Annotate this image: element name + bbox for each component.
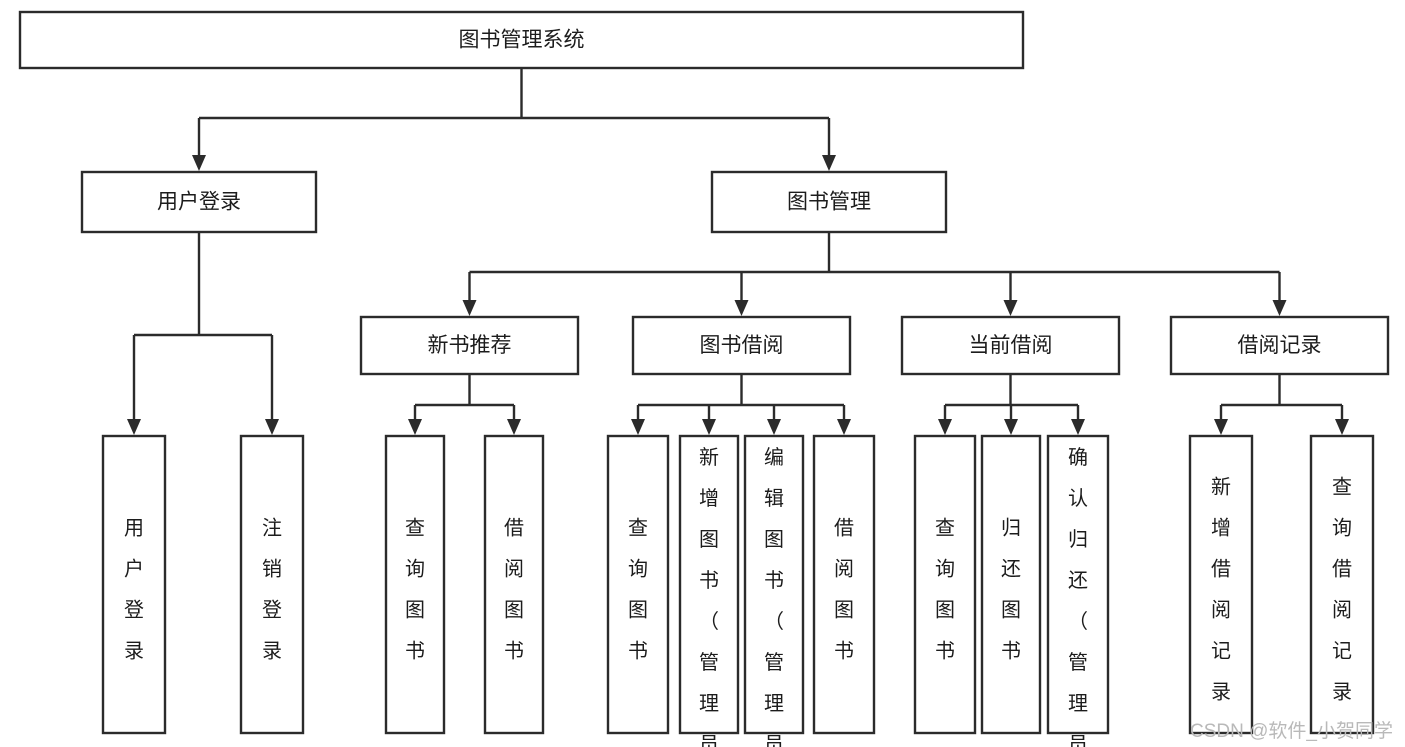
node-label: 查询图书 <box>405 516 425 662</box>
node-label: 确认归还（管理员） <box>1068 446 1088 747</box>
node-box <box>980 434 1042 735</box>
node-label: 注销登录 <box>262 516 282 662</box>
node-box <box>743 434 805 735</box>
arrow-head-icon <box>507 419 521 435</box>
node-layer: 图书管理系统用户登录图书管理新书推荐图书借阅当前借阅借阅记录用户登录注销登录查询… <box>18 10 1390 747</box>
node-box <box>239 434 305 735</box>
node-label: 借阅记录 <box>1238 334 1322 357</box>
node-book-manage[interactable]: 图书管理 <box>710 170 948 234</box>
arrow-head-icon <box>938 419 952 435</box>
node-label: 新增借阅记录 <box>1211 475 1231 703</box>
node-label: 归还图书 <box>1001 516 1021 662</box>
arrow-head-icon <box>734 300 749 316</box>
arrow-head-icon <box>462 300 477 316</box>
node-label: 编辑图书（管理员） <box>764 446 784 747</box>
node-user-login[interactable]: 用户登录 <box>80 170 318 234</box>
node-label: 当前借阅 <box>969 334 1053 357</box>
node-leaf-borrow-edit[interactable]: 编辑图书（管理员） <box>743 434 805 747</box>
node-leaf-user-login[interactable]: 用户登录 <box>101 434 167 735</box>
node-leaf-cur-confirm[interactable]: 确认归还（管理员） <box>1046 434 1110 747</box>
node-box <box>1309 434 1375 735</box>
node-leaf-cur-query[interactable]: 查询图书 <box>913 434 977 735</box>
node-leaf-user-logout[interactable]: 注销登录 <box>239 434 305 735</box>
node-label: 图书管理 <box>787 191 871 214</box>
node-box <box>710 170 948 234</box>
arrow-head-icon <box>822 155 836 171</box>
node-label: 用户登录 <box>157 191 241 214</box>
node-label: 图书管理系统 <box>459 29 585 52</box>
node-label: 查询图书 <box>935 516 955 662</box>
arrow-head-icon <box>767 419 781 435</box>
arrow-head-icon <box>1214 419 1228 435</box>
csdn-watermark: CSDN @软件_小贺同学 <box>1190 721 1393 742</box>
node-box <box>1188 434 1254 735</box>
arrow-head-icon <box>702 419 716 435</box>
arrow-head-icon <box>1071 419 1085 435</box>
node-leaf-rec-borrow[interactable]: 借阅图书 <box>483 434 545 735</box>
node-label: 借阅图书 <box>834 516 854 662</box>
node-leaf-rec-add[interactable]: 新增借阅记录 <box>1188 434 1254 735</box>
arrow-head-icon <box>1272 300 1287 316</box>
node-box <box>900 315 1121 376</box>
node-label: 查询图书 <box>628 516 648 662</box>
node-box <box>678 434 740 735</box>
arrow-head-icon <box>1335 419 1349 435</box>
node-box <box>483 434 545 735</box>
node-leaf-borrow-lend[interactable]: 借阅图书 <box>812 434 876 735</box>
node-label: 用户登录 <box>124 517 144 662</box>
arrow-head-icon <box>631 419 645 435</box>
node-box <box>1169 315 1390 376</box>
node-root[interactable]: 图书管理系统 <box>18 10 1025 70</box>
node-box <box>384 434 446 735</box>
arrow-head-icon <box>837 419 851 435</box>
node-leaf-borrow-query[interactable]: 查询图书 <box>606 434 670 735</box>
node-label: 图书借阅 <box>700 334 784 357</box>
node-new-book-rec[interactable]: 新书推荐 <box>359 315 580 376</box>
arrow-head-icon <box>265 419 279 435</box>
node-label: 新书推荐 <box>428 334 512 357</box>
node-leaf-cur-return[interactable]: 归还图书 <box>980 434 1042 735</box>
arrow-head-icon <box>1003 300 1018 316</box>
arrow-head-icon <box>1004 419 1018 435</box>
node-box <box>812 434 876 735</box>
arrow-head-icon <box>192 155 206 171</box>
node-box <box>606 434 670 735</box>
connector-layer <box>127 68 1349 435</box>
node-box <box>18 10 1025 70</box>
node-box <box>631 315 852 376</box>
node-label: 借阅图书 <box>504 516 524 662</box>
node-book-borrow[interactable]: 图书借阅 <box>631 315 852 376</box>
node-leaf-rec-search[interactable]: 查询借阅记录 <box>1309 434 1375 735</box>
node-leaf-borrow-add[interactable]: 新增图书（管理员） <box>678 434 740 747</box>
node-box <box>101 434 167 735</box>
node-borrow-record[interactable]: 借阅记录 <box>1169 315 1390 376</box>
node-label: 查询借阅记录 <box>1332 475 1352 703</box>
node-box <box>80 170 318 234</box>
node-leaf-rec-query[interactable]: 查询图书 <box>384 434 446 735</box>
node-box <box>1046 434 1110 735</box>
node-box <box>913 434 977 735</box>
arrow-head-icon <box>408 419 422 435</box>
node-current-borrow[interactable]: 当前借阅 <box>900 315 1121 376</box>
arrow-head-icon <box>127 419 141 435</box>
node-label: 新增图书（管理员） <box>699 446 719 747</box>
node-box <box>359 315 580 376</box>
